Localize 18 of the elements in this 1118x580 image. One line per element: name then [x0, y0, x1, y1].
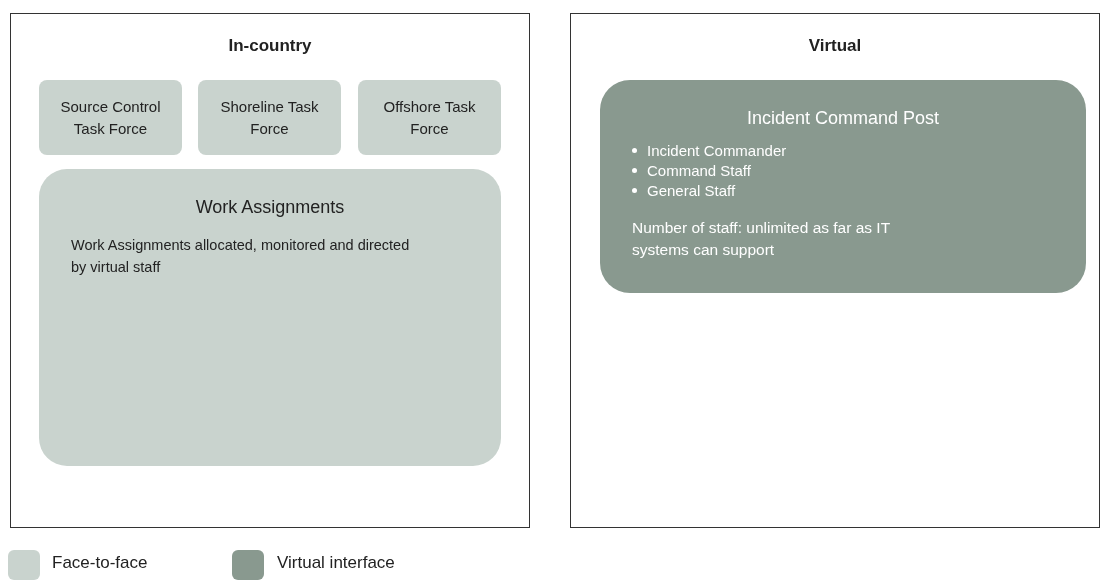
card-text: Work Assignments allocated, monitored and directed by virtual staff	[71, 236, 411, 277]
rounded-card	[600, 80, 1086, 293]
task-box: Shoreline Task Force	[198, 80, 341, 155]
card-text: Number of staff: unlimited as far as IT systems can support	[632, 218, 891, 260]
rounded-card	[39, 169, 501, 466]
bullet-item: Incident Commander	[647, 141, 787, 161]
legend-label: Face-to-face	[52, 553, 148, 573]
legend-label: Virtual interface	[277, 553, 395, 573]
bullet-item: Command Staff	[647, 161, 751, 181]
bullet-item: General Staff	[647, 181, 736, 201]
card-heading: Work Assignments	[194, 197, 346, 218]
card-heading: Incident Command Post	[745, 108, 941, 129]
panel-title: In-country	[227, 36, 313, 56]
task-box: Source Control Task Force	[39, 80, 182, 155]
panel-title: Virtual	[807, 36, 863, 56]
panel	[10, 13, 530, 528]
panel	[570, 13, 1100, 528]
task-box: Offshore Task Force	[358, 80, 501, 155]
